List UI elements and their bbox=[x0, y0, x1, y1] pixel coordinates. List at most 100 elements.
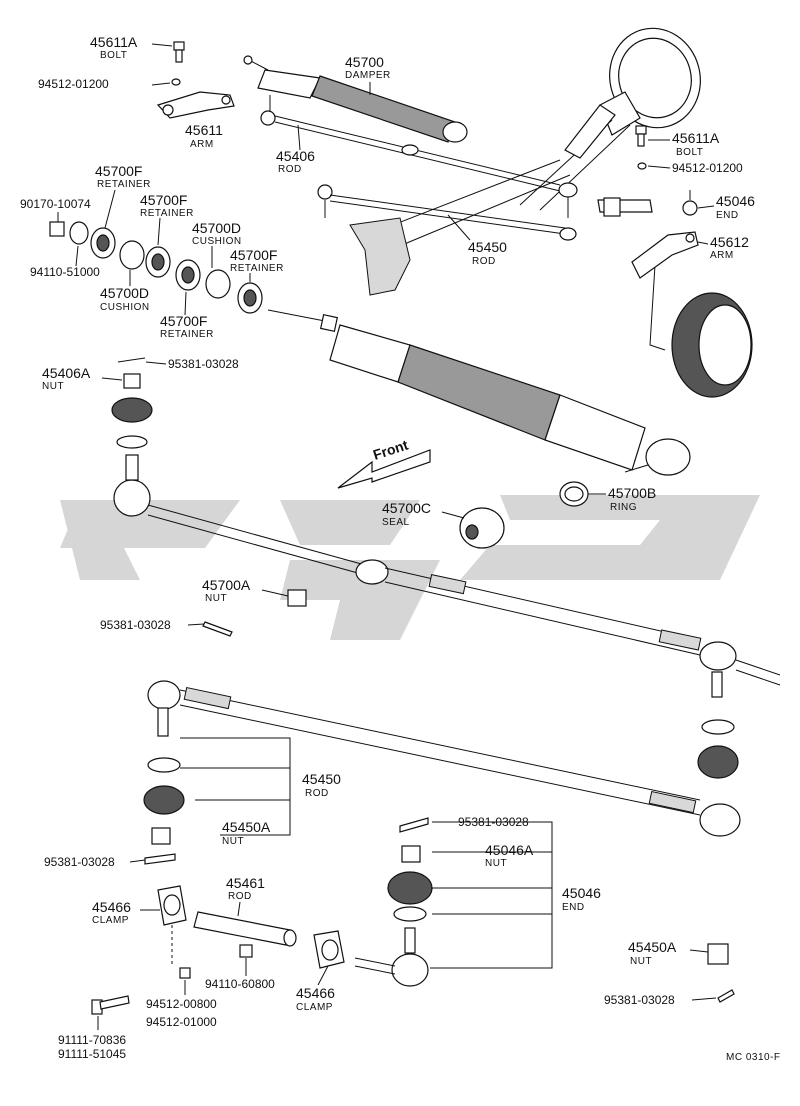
center-link bbox=[147, 504, 781, 698]
callout-45700f-c: 45700F RETAINER bbox=[230, 247, 284, 282]
frame-members bbox=[349, 159, 753, 398]
svg-text:45700F: 45700F bbox=[140, 192, 187, 208]
svg-text:45406A: 45406A bbox=[42, 365, 91, 381]
svg-text:94512-01200: 94512-01200 bbox=[672, 161, 743, 175]
svg-text:91111-51045: 91111-51045 bbox=[58, 1047, 126, 1061]
svg-text:45700D: 45700D bbox=[100, 285, 149, 301]
washer-icon bbox=[171, 78, 181, 86]
callout-45461: 45461 ROD bbox=[226, 875, 265, 917]
nut-icon bbox=[707, 943, 729, 965]
svg-text:45700A: 45700A bbox=[202, 577, 251, 593]
callout-45611a-right: 45611A BOLT bbox=[648, 130, 720, 158]
svg-text:CLAMP: CLAMP bbox=[92, 915, 129, 926]
watermark-logo bbox=[60, 495, 760, 640]
svg-text:45450A: 45450A bbox=[222, 819, 271, 835]
svg-text:45611A: 45611A bbox=[672, 130, 720, 146]
nut-icon bbox=[179, 967, 191, 979]
svg-text:45612: 45612 bbox=[710, 234, 749, 250]
callout-45611: 45611 ARM bbox=[185, 122, 223, 150]
svg-text:45700: 45700 bbox=[345, 54, 384, 70]
svg-text:NUT: NUT bbox=[630, 956, 652, 967]
callout-94512-01000: 94512-01000 bbox=[146, 1015, 217, 1029]
callout-45612: 45612 ARM bbox=[697, 234, 749, 261]
svg-text:ROD: ROD bbox=[305, 788, 329, 799]
tie-rod-end-45046-top bbox=[597, 190, 698, 217]
svg-text:94512-00800: 94512-00800 bbox=[146, 997, 217, 1011]
ball-joint-right-stack bbox=[697, 719, 739, 779]
svg-text:ROD: ROD bbox=[472, 256, 496, 267]
callout-95381-03028-e: 95381-03028 bbox=[604, 993, 717, 1007]
ball-joint-left-stack bbox=[111, 357, 153, 517]
idler-arm-45611 bbox=[156, 91, 235, 119]
front-arrow: Front bbox=[337, 436, 431, 489]
svg-text:ROD: ROD bbox=[278, 164, 302, 175]
cotter-pin-icon bbox=[717, 989, 735, 1003]
bolt-icon bbox=[91, 995, 130, 1015]
damper-top bbox=[243, 55, 468, 143]
svg-text:45461: 45461 bbox=[226, 875, 265, 891]
callout-95381-03028-d: 95381-03028 bbox=[458, 815, 529, 829]
callout-45406: 45406 ROD bbox=[276, 124, 315, 175]
svg-text:NUT: NUT bbox=[205, 593, 227, 604]
clamp-icon bbox=[157, 885, 187, 926]
washer-icon bbox=[637, 162, 647, 170]
svg-text:95381-03028: 95381-03028 bbox=[100, 618, 171, 632]
callout-45450-mid: 45450 ROD bbox=[302, 771, 341, 799]
bracket-45046 bbox=[430, 821, 553, 969]
svg-text:45406: 45406 bbox=[276, 148, 315, 164]
tie-rod-45450-lower bbox=[147, 680, 741, 837]
svg-text:45466: 45466 bbox=[296, 985, 335, 1001]
svg-text:BOLT: BOLT bbox=[676, 147, 703, 158]
callout-45406a: 45406A NUT bbox=[42, 365, 123, 392]
callout-45046a: 45046A NUT bbox=[485, 842, 534, 869]
ring-icon bbox=[559, 481, 589, 507]
svg-text:95381-03028: 95381-03028 bbox=[168, 357, 239, 371]
svg-text:RETAINER: RETAINER bbox=[230, 263, 284, 274]
svg-text:94512-01200: 94512-01200 bbox=[38, 77, 109, 91]
callout-45450a-right: 45450A NUT bbox=[628, 939, 709, 967]
svg-text:45450: 45450 bbox=[302, 771, 341, 787]
svg-text:94110-51000: 94110-51000 bbox=[30, 265, 100, 279]
svg-text:91111-70836: 91111-70836 bbox=[58, 1033, 126, 1047]
callout-94110-60800: 94110-60800 bbox=[205, 958, 275, 991]
svg-text:DAMPER: DAMPER bbox=[345, 70, 391, 81]
damper-bushing-set bbox=[49, 221, 263, 314]
cotter-pin-icon bbox=[202, 621, 233, 637]
callout-45611a-left: 45611A BOLT bbox=[90, 34, 173, 61]
front-label: Front bbox=[371, 436, 410, 462]
adjusting-rod-45461 bbox=[193, 911, 297, 947]
callout-95381-03028-b: 95381-03028 bbox=[100, 618, 205, 632]
svg-text:45611A: 45611A bbox=[90, 34, 138, 50]
svg-text:BOLT: BOLT bbox=[100, 50, 127, 61]
svg-text:94110-60800: 94110-60800 bbox=[205, 977, 275, 991]
svg-text:NUT: NUT bbox=[42, 381, 64, 392]
svg-text:45046A: 45046A bbox=[485, 842, 534, 858]
svg-text:45466: 45466 bbox=[92, 899, 131, 915]
svg-text:90170-10074: 90170-10074 bbox=[20, 197, 91, 211]
bolt-icon bbox=[173, 41, 185, 63]
svg-text:45700F: 45700F bbox=[230, 247, 277, 263]
callout-90170-10074: 90170-10074 bbox=[20, 197, 91, 222]
svg-text:45700C: 45700C bbox=[382, 500, 431, 516]
svg-text:CUSHION: CUSHION bbox=[192, 236, 242, 247]
seal-icon bbox=[459, 507, 505, 549]
steering-wheel-column bbox=[519, 27, 701, 211]
svg-text:SEAL: SEAL bbox=[382, 517, 410, 528]
bracket-45450 bbox=[180, 737, 291, 836]
relay-rod-45406 bbox=[260, 95, 578, 218]
svg-text:45046: 45046 bbox=[716, 193, 755, 209]
callout-94512-01200-right: 94512-01200 bbox=[647, 161, 743, 175]
svg-text:END: END bbox=[562, 902, 585, 913]
callout-45700f-d: 45700F RETAINER bbox=[160, 291, 213, 340]
callout-45700d-a: 45700D CUSHION bbox=[192, 220, 242, 268]
svg-text:ARM: ARM bbox=[710, 250, 734, 261]
svg-text:RING: RING bbox=[610, 502, 637, 513]
callout-94512-01200-left: 94512-01200 bbox=[38, 77, 171, 91]
knuckle-arm-45612 bbox=[631, 231, 699, 279]
callout-45700c: 45700C SEAL bbox=[382, 500, 465, 528]
callout-91111-70836: 91111-70836 bbox=[58, 1016, 126, 1047]
svg-text:45450: 45450 bbox=[468, 239, 507, 255]
callout-91111-51045: 91111-51045 bbox=[58, 1047, 126, 1061]
callout-94110-51000: 94110-51000 bbox=[30, 245, 100, 279]
